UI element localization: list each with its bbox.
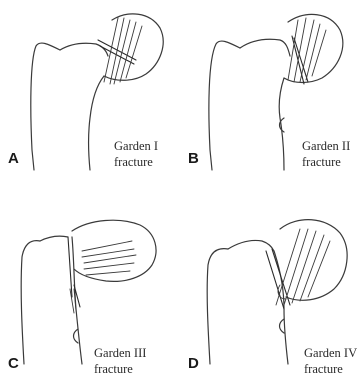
caption-line-2: fracture — [94, 361, 146, 377]
panel-caption-b: Garden II fracture — [302, 138, 350, 170]
greater-trochanter-d — [228, 240, 274, 251]
panel-b: B Garden II fracture — [180, 0, 360, 189]
panel-caption-a: Garden I fracture — [114, 138, 158, 170]
panel-letter-d: D — [188, 355, 199, 372]
medial-cortex-d — [274, 251, 288, 364]
panel-letter-c: C — [8, 355, 19, 372]
caption-line-1: Garden IV — [304, 345, 357, 361]
panel-letter-b: B — [188, 150, 199, 167]
caption-line-2: fracture — [302, 154, 350, 170]
panel-d: D Garden IV fracture — [180, 189, 360, 378]
medial-cortex-a — [89, 76, 105, 170]
panel-c: C Garden III fracture — [0, 189, 180, 378]
lateral-cortex-d — [207, 249, 228, 364]
trabeculae-d — [276, 229, 330, 305]
panel-letter-a: A — [8, 150, 19, 167]
greater-trochanter-a — [60, 43, 108, 56]
greater-trochanter-b — [240, 39, 290, 56]
medial-cortex-c — [72, 237, 82, 364]
fracture-line-c — [68, 237, 72, 297]
caption-line-1: Garden II — [302, 138, 350, 154]
trabeculae-c — [82, 241, 136, 275]
femur-drawing-c — [0, 189, 180, 378]
greater-trochanter-c — [40, 236, 68, 241]
lateral-cortex-b — [209, 41, 240, 170]
panel-caption-d: Garden IV fracture — [304, 345, 357, 377]
caption-line-1: Garden I — [114, 138, 158, 154]
caption-line-2: fracture — [304, 361, 357, 377]
lateral-cortex-a — [31, 43, 60, 170]
caption-line-2: fracture — [114, 154, 158, 170]
trabeculae-b — [288, 18, 326, 82]
panel-caption-c: Garden III fracture — [94, 345, 146, 377]
lateral-cortex-c — [21, 241, 40, 364]
panel-a: A Garden I fracture — [0, 0, 180, 189]
caption-line-1: Garden III — [94, 345, 146, 361]
